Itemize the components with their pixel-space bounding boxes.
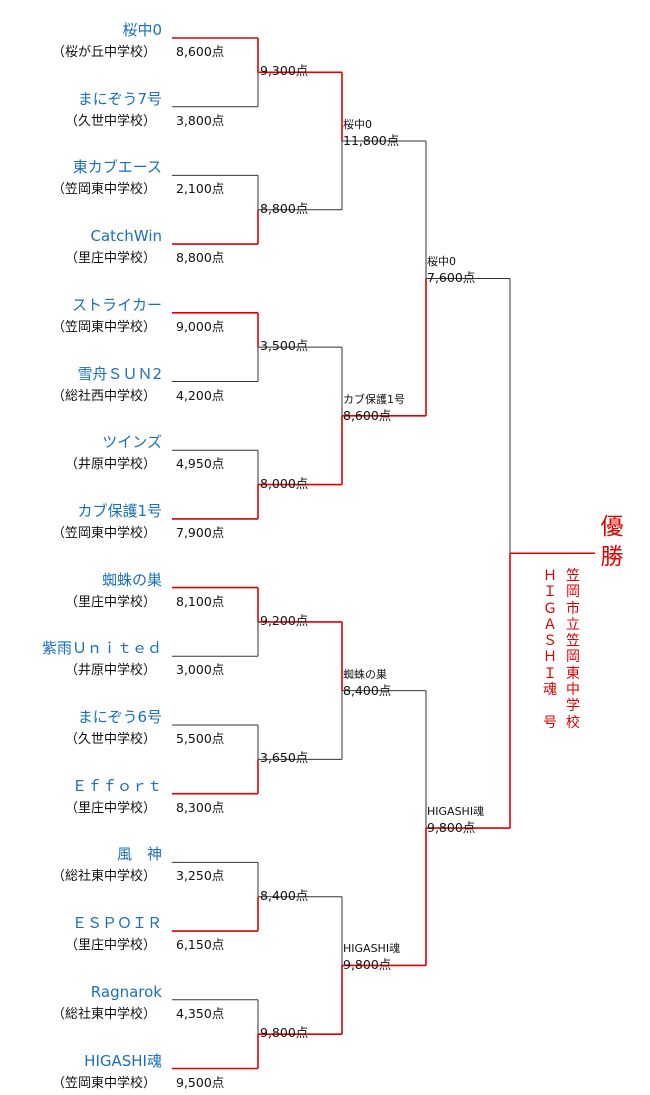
vertical-char: 学 [566,698,580,715]
team-score: 5,500点 [176,731,225,746]
team-name: ツインズ [102,433,162,452]
vertical-char [541,698,559,714]
team-name: ＥＳＰＯＩＲ [71,914,162,933]
team-score: 6,150点 [176,937,225,953]
round2-score: 8,400点 [343,682,392,698]
team-score: 4,200点 [176,387,225,403]
vertical-char: 校 [566,714,580,731]
champion-title: 優勝 [597,512,627,572]
round1-score: 9,800点 [260,1025,309,1041]
round2-winner-name: HIGASHI魂 [343,942,401,956]
team-name: ストライカー [71,295,162,314]
team-score: 8,600点 [176,44,225,59]
team-school: （里庄中学校） [64,594,156,610]
team-score: 3,000点 [176,662,225,678]
round1-score: 8,400点 [260,887,309,903]
round3-score: 7,600点 [427,270,476,286]
vertical-char: 市 [566,600,580,617]
vertical-char: Ｉ [543,584,557,601]
team-score: 9,000点 [176,318,225,334]
team-score: 8,100点 [176,593,225,609]
team-school: （井原中学校） [64,457,156,473]
round2-winner-name: 蜘蛛の巣 [343,667,387,681]
vertical-char: 魂 [543,682,557,699]
champion-school: 笠岡市立笠岡東中学校 [564,568,582,731]
vertical-char: 東 [566,665,580,682]
vertical-char: 号 [543,714,557,731]
team-school: （笠岡東中学校） [51,319,156,335]
team-score: 8,800点 [176,250,225,266]
team-name: まにぞう7号 [77,89,162,108]
team-score: 3,800点 [176,112,225,128]
round3-score: 9,800点 [427,820,476,836]
team-school: （総社東中学校） [51,1006,156,1022]
vertical-char: 中 [566,682,580,699]
vertical-char: Ｈ [543,649,557,666]
team-score: 9,500点 [176,1074,225,1090]
vertical-char: 笠 [566,633,580,650]
round3-winner-name: 桜中0 [427,255,456,269]
team-name: 雪舟ＳＵＮ2 [77,364,162,383]
vertical-char: Ｈ [543,568,557,584]
vertical-char: Ｓ [543,633,557,650]
team-name: Ｅｆｆｏｒｔ [71,776,162,795]
team-name: 東カブエース [72,158,162,177]
round2-score: 9,800点 [343,957,392,973]
team-school: （久世中学校） [64,113,156,129]
vertical-char: 笠 [566,568,580,584]
round2-winner-name: 桜中0 [343,118,372,132]
vertical-char: Ｉ [543,665,557,682]
vertical-char: Ｇ [543,600,557,617]
round1-score: 8,800点 [260,200,309,216]
team-name: HIGASHI魂 [84,1051,162,1070]
team-school: （里庄中学校） [64,800,156,816]
team-name: 桜中0 [122,21,162,39]
team-score: 4,350点 [176,1005,225,1021]
vertical-char: Ａ [543,616,557,633]
round1-score: 8,000点 [260,475,309,491]
round2-score: 8,600点 [343,407,392,423]
round1-score: 9,200点 [260,612,309,628]
champion-title-char: 優 [600,514,624,540]
team-school: （井原中学校） [64,663,156,679]
round1-score: 9,300点 [260,63,309,79]
champion-title-char: 勝 [600,544,624,570]
team-score: 8,300点 [176,799,225,815]
round1-score: 3,500点 [260,338,309,354]
team-school: （笠岡東中学校） [51,1075,156,1091]
round3-winner-name: HIGASHI魂 [427,805,485,819]
team-school: （笠岡東中学校） [51,182,156,198]
team-score: 3,250点 [176,868,225,884]
vertical-char: 岡 [566,584,580,601]
team-name: まにぞう6号 [77,708,162,726]
team-name: 紫雨Ｕｎｉｔｅｄ [41,639,162,658]
team-name: 蜘蛛の巣 [101,570,162,589]
round2-winner-name: カブ保護1号 [343,392,405,406]
team-school: （笠岡東中学校） [51,525,156,541]
team-score: 2,100点 [176,181,225,197]
team-score: 4,950点 [176,456,225,472]
team-school: （里庄中学校） [64,938,156,954]
team-school: （総社西中学校） [51,388,156,404]
team-school: （桜が丘中学校） [51,45,156,60]
team-name: 風 神 [116,845,162,864]
team-school: （総社東中学校） [51,869,156,885]
vertical-char: 岡 [566,649,580,666]
round2-score: 11,800点 [343,133,400,149]
champion-title-text: 優勝 [597,512,627,572]
vertical-char: 立 [566,616,580,633]
team-name: カブ保護1号 [77,501,162,520]
team-school: （里庄中学校） [64,251,156,267]
round1-score: 3,650点 [260,750,309,766]
team-name: CatchWin [90,227,162,246]
team-school: （久世中学校） [64,732,156,747]
team-name: Ragnarok [90,982,162,1001]
team-score: 7,900点 [176,524,225,540]
